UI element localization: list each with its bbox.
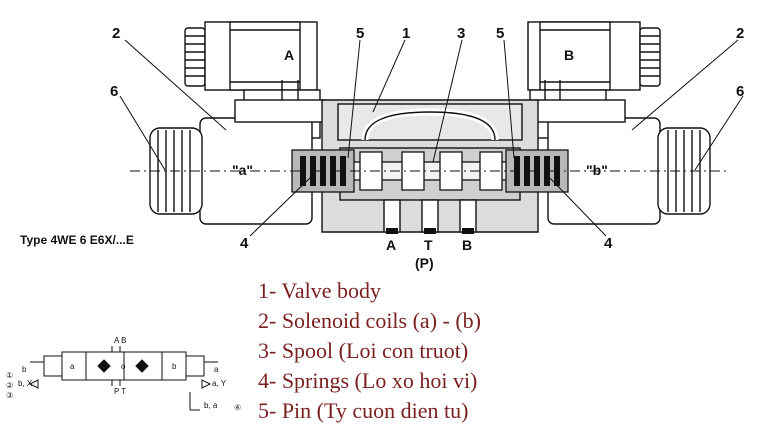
right-coil-label: B [564,47,574,63]
side-label-a: "a" [232,162,253,178]
callout-6-left: 6 [110,83,118,100]
left-coil-label: A [284,47,294,63]
callout-6-right: 6 [736,83,744,100]
symbol-box-o: o [121,362,126,371]
symbol-circ-3: ③ [6,391,13,400]
callout-1: 1 [402,25,410,42]
port-marks [386,228,474,234]
symbol-left-bx: b, X [18,379,33,388]
symbol-left-b: b [22,365,27,374]
symbol-right-ba: b, a [204,401,218,410]
symbol-box-a: a [70,362,75,371]
callout-5-right: 5 [496,25,504,42]
callout-2-left: 2 [112,25,120,42]
callout-5-left: 5 [356,25,364,42]
callout-3: 3 [457,25,465,42]
symbol-circ-4: ④ [234,403,241,412]
side-label-b: "b" [586,162,608,178]
legend-item-5: 5- Pin (Ty cuon dien tu) [258,398,468,423]
leader-lines [119,39,744,237]
symbol-top-ports: A B [114,336,126,345]
left-spring [291,149,355,193]
right-coil-connector [527,21,661,139]
callout-4-right: 4 [604,235,613,252]
valve-body [321,99,539,233]
legend-item-1: 1- Valve body [258,278,381,303]
port-b-label: B [462,237,472,253]
port-p-label: (P) [415,255,434,271]
type-label: Type 4WE 6 E6X/...E [20,233,134,247]
symbol-right-a: a [214,365,219,374]
port-t-label: T [424,237,433,253]
symbol-box-b: b [172,362,177,371]
hydraulic-symbol [28,346,218,411]
port-a-label: A [386,237,396,253]
callout-2-right: 2 [736,25,744,42]
callout-4-left: 4 [240,235,249,252]
symbol-circ-2: ② [6,381,13,390]
symbol-bottom-ports: P T [114,387,126,396]
legend-item-3: 3- Spool (Loi con truot) [258,338,468,363]
symbol-right-ay: a, Y [212,379,227,388]
legend-item-2: 2- Solenoid coils (a) - (b) [258,308,481,333]
symbol-circ-1: ① [6,371,13,380]
legend-item-4: 4- Springs (Lo xo hoi vi) [258,368,477,393]
